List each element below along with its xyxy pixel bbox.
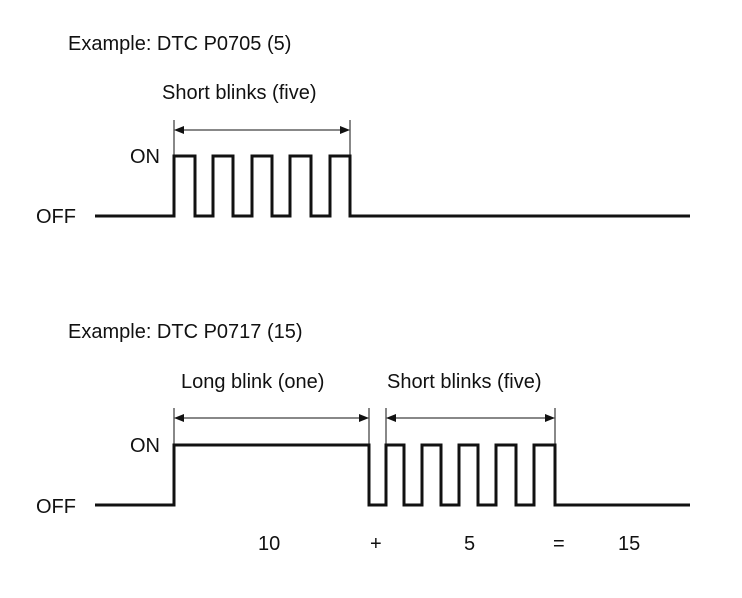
off-label: OFF — [36, 206, 76, 228]
long-value: 10 — [258, 533, 280, 555]
example-p0705: Example: DTC P0705 (5) Short blinks (fiv… — [36, 33, 690, 228]
plus-sign: + — [370, 533, 382, 555]
long-blink-label: Long blink (one) — [181, 371, 324, 393]
example-p0717-title: Example: DTC P0717 (15) — [68, 321, 303, 343]
equals-sign: = — [553, 533, 565, 555]
short-blinks-label: Short blinks (five) — [162, 82, 317, 104]
example-p0705-title: Example: DTC P0705 (5) — [68, 33, 291, 55]
signal-waveform-p0705 — [95, 154, 690, 218]
short-blinks-label-2: Short blinks (five) — [387, 371, 542, 393]
signal-waveform-p0717 — [95, 443, 690, 507]
example-p0717: Example: DTC P0717 (15) Long blink (one)… — [36, 321, 690, 555]
on-label-2: ON — [130, 435, 160, 457]
total-value: 15 — [618, 533, 640, 555]
on-label: ON — [130, 146, 160, 168]
off-label-2: OFF — [36, 496, 76, 518]
short-value: 5 — [464, 533, 475, 555]
